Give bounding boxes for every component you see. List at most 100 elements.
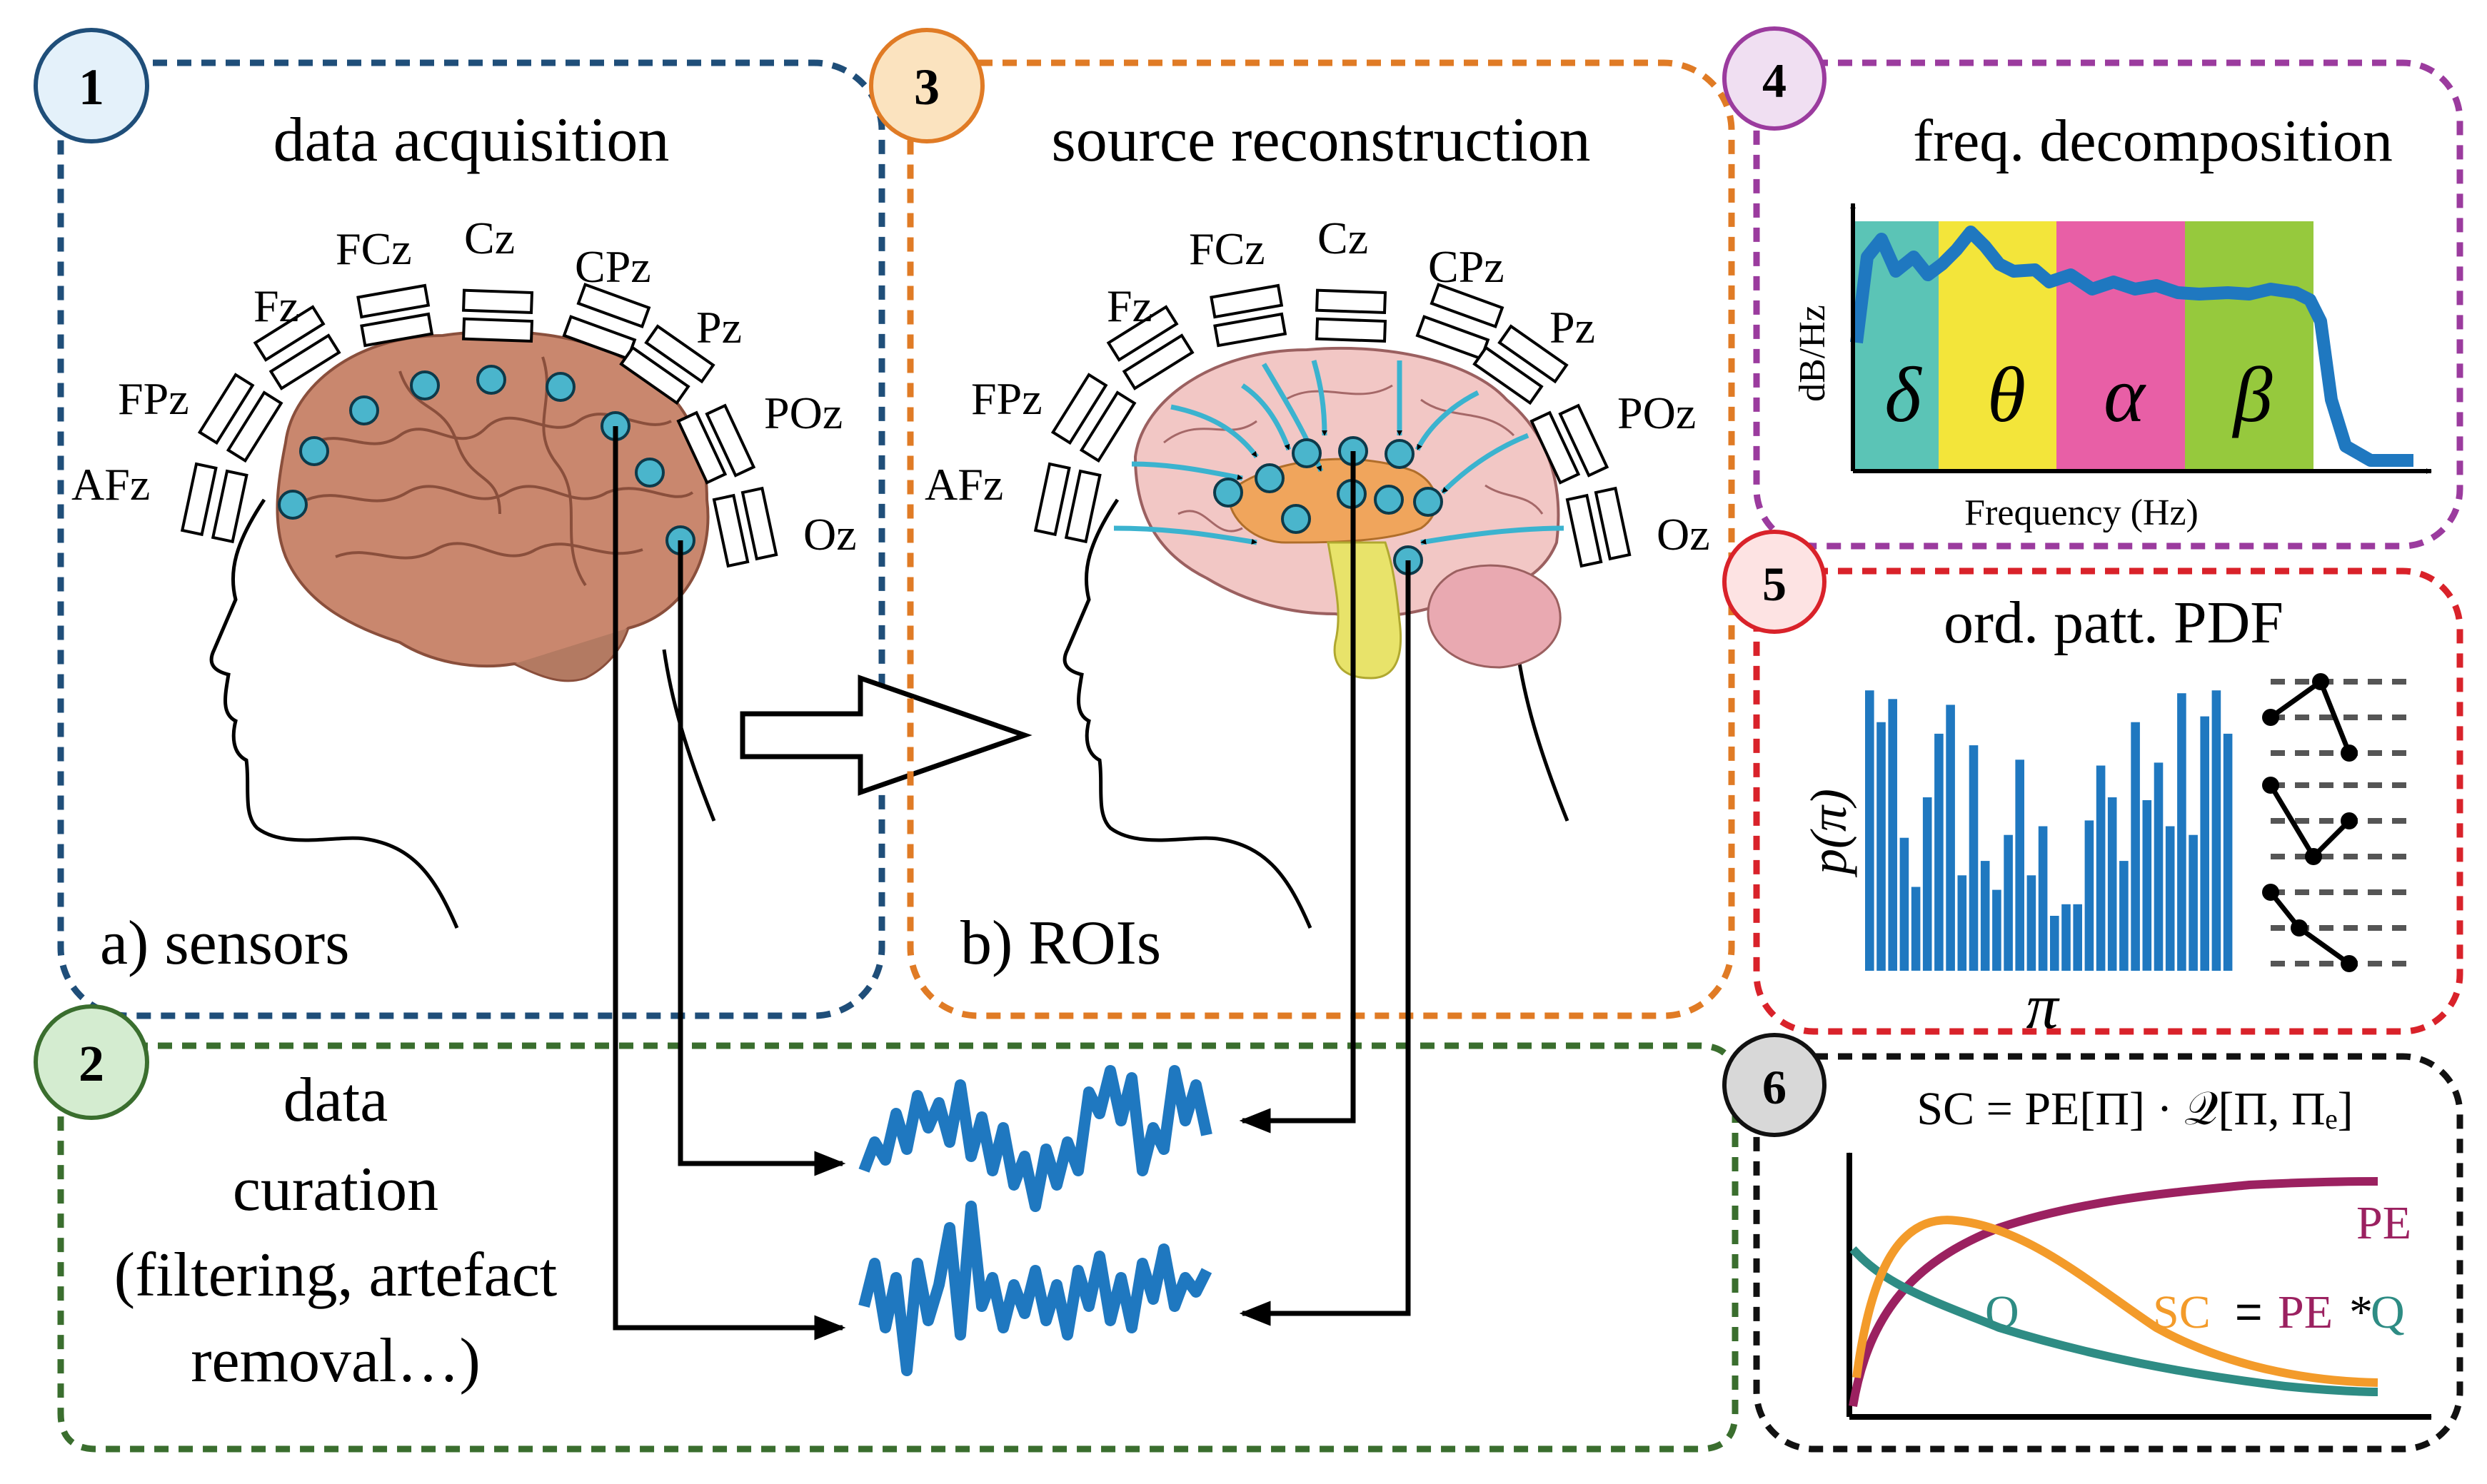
label-afz-2: AFz (925, 459, 1003, 510)
label-fpz-2: FPz (971, 373, 1042, 424)
connector-arrows (613, 426, 1411, 1341)
panel5-title: ord. patt. PDF (1944, 590, 2283, 656)
panel3-number: 3 (914, 59, 940, 116)
pdf-bar (2165, 826, 2175, 971)
band-label-delta: δ (1884, 351, 1922, 438)
pdf-bar (2004, 834, 2013, 971)
panel2-title-line-2: curation (233, 1155, 438, 1224)
roi-dot (1213, 478, 1243, 508)
roi-dot (1413, 487, 1443, 517)
psd-xlabel: Frequency (Hz) (1964, 493, 2199, 533)
head-outline-icon-2 (1062, 498, 1312, 929)
panel-data-acquisition: 1 data acquisition a) sensors (34, 28, 885, 1019)
pdf-bar (1876, 722, 1886, 971)
electrode-dot (476, 365, 506, 395)
pdf-bar (2211, 690, 2221, 971)
panel4-border (1753, 59, 2463, 550)
pdf-bar (2084, 820, 2094, 971)
pdf-bar (1980, 861, 1990, 971)
panel1-number: 1 (79, 59, 104, 116)
electrode-dot (278, 490, 308, 520)
eeg-trace-bottom (858, 1201, 1212, 1376)
panel2-number: 2 (79, 1035, 104, 1092)
panel5-number: 5 (1762, 557, 1787, 611)
curve-sc (1852, 1216, 2378, 1387)
band-beta (2185, 221, 2313, 471)
panel3-border (907, 59, 1735, 1019)
panel2-border (57, 1042, 1739, 1453)
label-poz-2: POz (1617, 388, 1696, 438)
sc-formula: SC = PE[Π] · 𝒬[Π, Πₑ] (1916, 1083, 2353, 1135)
pdf-bar (1888, 699, 1897, 971)
pdf-bar (2038, 826, 2048, 971)
pdf-bar (1922, 797, 1932, 971)
band-label-beta: β (2232, 351, 2273, 438)
electrode-dot (546, 372, 576, 402)
pdf-bar (1969, 745, 1979, 971)
panel-source-reconstruction: 3 source reconstruction b) ROIs (869, 28, 1735, 1019)
pdf-bar (2107, 797, 2117, 971)
label-poz: POz (764, 388, 843, 438)
pdf-bar (2200, 716, 2209, 971)
pdf-bar (2177, 693, 2186, 971)
source-arrows (1113, 360, 1564, 545)
pdf-bar (1992, 889, 2001, 971)
pdf-bar (2073, 904, 2082, 971)
ordinal-pattern-icon (2262, 777, 2413, 865)
panel2-title-line-1: data (283, 1066, 388, 1135)
panel6-number: 6 (1762, 1060, 1787, 1114)
ordinal-pattern-icon (2262, 673, 2413, 762)
pdf-bar (2189, 834, 2198, 971)
panel-ordinal-pattern-pdf: 5 ord. patt. PDF π p(π) (1722, 530, 2463, 1042)
electrode-cap-2 (1033, 283, 1632, 568)
roi-dot (1255, 463, 1285, 493)
label-pe-2: PE (2278, 1286, 2333, 1338)
pdf-bar (2015, 759, 2024, 971)
psd-ylabel: dB/Hz (1792, 305, 1833, 402)
panel4-badge: 4 (1722, 26, 1827, 131)
label-cpz-2: CPz (1428, 241, 1504, 292)
panel2-badge: 2 (34, 1004, 149, 1120)
panel1-title: data acquisition (273, 106, 670, 175)
label-afz: AFz (71, 459, 150, 510)
panel-data-curation: 2 data curation (filtering, artefact rem… (34, 426, 1739, 1453)
roi-dot (1292, 438, 1322, 468)
panel3-badge: 3 (869, 28, 985, 143)
pdf-bar (2119, 861, 2129, 971)
pdf-bar (1946, 705, 1955, 971)
brain-section-icon (1133, 346, 1562, 680)
pdf-bar (2131, 722, 2140, 971)
panel2-title-line-4: removal…) (191, 1326, 481, 1395)
panel3-roi-dots (1213, 436, 1443, 575)
panel-freq-decomposition: 4 freq. decomposition δ θ α β Frequency … (1722, 26, 2463, 550)
label-star: * (2349, 1286, 2373, 1338)
head-outline-icon (209, 498, 459, 929)
roi-dot (1374, 485, 1404, 515)
electrode-dot (410, 370, 440, 400)
label-sc: SC (2153, 1286, 2211, 1338)
pdf-bar (2223, 733, 2233, 971)
roi-dot (1281, 504, 1311, 534)
panel2-title: data curation (filtering, artefact remov… (114, 1066, 558, 1395)
pdf-bar (1957, 875, 1967, 971)
label-equals: = (2235, 1285, 2263, 1338)
label-cpz: CPz (575, 241, 651, 292)
pdf-xlabel: π (2026, 971, 2060, 1042)
label-q-2: Q (2371, 1286, 2405, 1338)
pdf-bar (1911, 887, 1921, 971)
pdf-bar (2154, 762, 2164, 971)
panel1-caption: a) sensors (100, 909, 349, 978)
pdf-bar (2096, 765, 2106, 971)
panel3-caption: b) ROIs (960, 909, 1161, 978)
neck-outline-icon-2 (1515, 649, 1569, 822)
label-cz-2: Cz (1317, 213, 1368, 263)
label-q: Q (1985, 1286, 2019, 1338)
panel-statistical-complexity: 6 SC = PE[Π] · 𝒬[Π, Πₑ] PE Q SC = PE * Q (1722, 1033, 2463, 1453)
brain-icon (276, 330, 710, 682)
label-oz: Oz (803, 509, 857, 560)
curve-q (1849, 1246, 2378, 1396)
label-fz-2: Fz (1107, 281, 1152, 331)
panel3-title: source reconstruction (1051, 106, 1590, 175)
pdf-bar (2026, 875, 2036, 971)
